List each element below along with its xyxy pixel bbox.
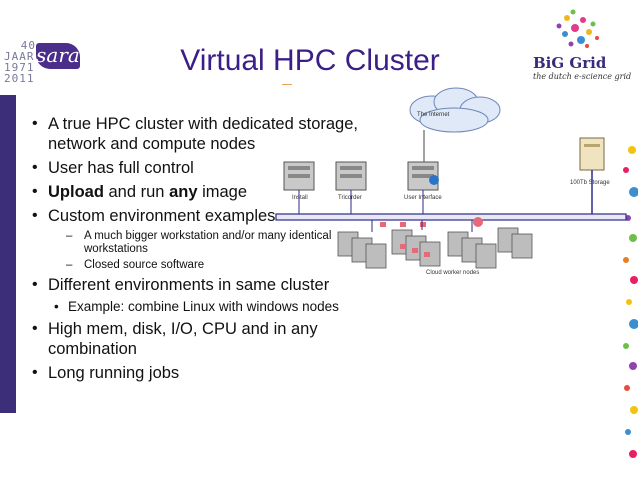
cluster-diagram: The Internet 100Tb Storage Install Trico…: [272, 80, 638, 280]
sub-bullet-item: Example: combine Linux with windows node…: [34, 299, 374, 315]
bullet-bold-text: any: [169, 183, 198, 201]
bullet-bold-text: Upload: [48, 183, 104, 201]
biggrid-flower-icon: [556, 9, 599, 48]
bullet-item: Upload and run any image: [32, 182, 374, 202]
sub-bullet-item: –Closed source software: [34, 259, 374, 272]
dash-marker: –: [66, 230, 73, 242]
sub-bullet-item: –A much bigger workstation and/or many i…: [34, 230, 374, 256]
biggrid-logo: BiG Grid the dutch e-science grid: [505, 8, 635, 88]
slide-title: Virtual HPC Cluster: [180, 44, 440, 77]
cluster-diagram-drawing: [275, 87, 627, 269]
sub-bullet-text: A much bigger workstation and/or many id…: [84, 230, 332, 255]
sara-brand-mark: sara: [36, 43, 80, 69]
bullet-item: User has full control: [32, 158, 374, 178]
sara-logo: 40 JAAR 1971 2011 sara: [4, 40, 82, 88]
install-label: Install: [292, 195, 308, 201]
storage-icon: [579, 137, 605, 171]
anniversary-years: 40 JAAR 1971 2011: [4, 40, 36, 84]
tricorder-server-icon: [335, 161, 367, 191]
biggrid-tagline: the dutch e-science grid: [533, 72, 632, 81]
storage-label: 100Tb Storage: [570, 180, 610, 186]
cloud-worker-nodes-label: Cloud worker nodes: [426, 270, 480, 276]
vm-instance-icon: [380, 217, 483, 257]
sub-bullet-text: Closed source software: [84, 259, 205, 271]
install-server-icon: [283, 161, 315, 191]
dash-marker: –: [66, 259, 73, 271]
bullet-item: High mem, disk, I/O, CPU and in any comb…: [32, 319, 374, 359]
bullet-item: A true HPC cluster with dedicated storag…: [32, 114, 374, 154]
bullet-text: and run: [103, 183, 170, 201]
user-interface-label: User Interface: [404, 195, 442, 201]
title-accent: [282, 84, 292, 85]
internet-cloud-icon: [409, 87, 501, 133]
user-interface-server-icon: [407, 161, 439, 191]
biggrid-name: BiG Grid: [533, 54, 607, 72]
years-line: 2011: [4, 72, 35, 85]
years-line: 1971: [4, 61, 35, 74]
left-accent-bar: [0, 95, 16, 413]
internet-label: The Internet: [417, 112, 450, 118]
network-bus: [275, 213, 627, 221]
bullet-text: image: [197, 183, 248, 201]
decorative-dots: [623, 146, 638, 458]
bullet-item: Long running jobs: [32, 363, 374, 383]
bullet-item: Custom environment examples: [32, 206, 374, 226]
tricorder-label: Tricorder: [338, 195, 362, 201]
cloud-worker-nodes-icon: [337, 227, 533, 269]
years-line: 40: [20, 39, 36, 52]
bullet-item: Different environments in same cluster: [32, 275, 374, 295]
years-line: JAAR: [4, 50, 35, 63]
bullet-list: A true HPC cluster with dedicated storag…: [32, 114, 374, 387]
